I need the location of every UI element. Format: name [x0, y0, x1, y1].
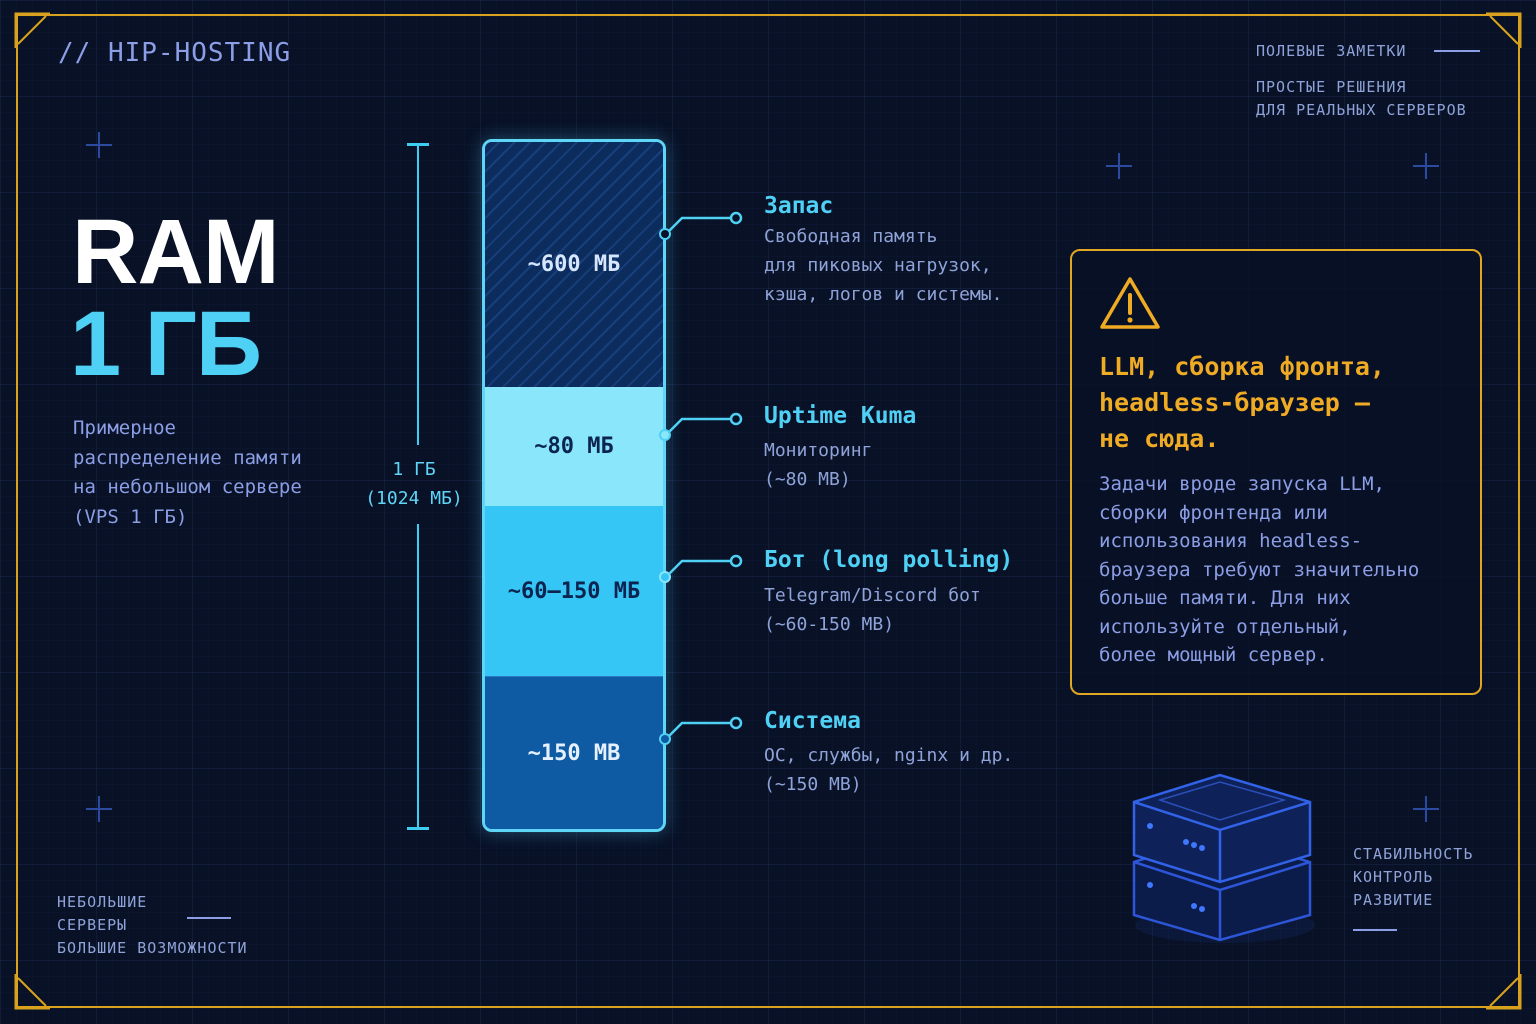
label-desc-line: Свободная память — [764, 226, 938, 247]
caption-line: НЕБОЛЬШИЕ — [57, 893, 148, 911]
warning-panel: LLM, сборка фронта, headless-браузер — н… — [1070, 249, 1482, 695]
field-notes-label: ПОЛЕВЫЕ ЗАМЕТКИ — [1256, 42, 1407, 60]
warning-text: Задачи вроде запуска LLM, сборки фронтен… — [1099, 470, 1469, 670]
small-servers-caption: НЕБОЛЬШИЕ СЕРВЕРЫ БОЛЬШИЕ ВОЗМОЖНОСТИ — [57, 891, 248, 960]
memory-bar: ~600 МБ ~80 МБ ~60–150 МБ ~150 MB — [482, 139, 666, 832]
axis-line-upper — [417, 143, 419, 445]
warning-title: LLM, сборка фронта, headless-браузер — н… — [1099, 349, 1469, 457]
field-sub-line: ДЛЯ РЕАЛЬНЫХ СЕРВЕРОВ — [1256, 101, 1467, 119]
warning-text-line: более мощный сервер. — [1099, 644, 1328, 666]
axis-total-label: 1 ГБ (1024 МБ) — [352, 455, 476, 513]
crosshair-mark — [1413, 796, 1439, 822]
warning-text-line: Задачи вроде запуска LLM, — [1099, 473, 1385, 495]
label-bot-desc: Telegram/Discord бот (~60-150 MB) — [764, 581, 981, 639]
ram-desc-line: (VPS 1 ГБ) — [73, 505, 188, 528]
crosshair-mark — [1413, 153, 1439, 179]
label-free-desc: Свободная память для пиковых нагрузок, к… — [764, 222, 1002, 309]
stability-list: СТАБИЛЬНОСТЬ КОНТРОЛЬ РАЗВИТИЕ — [1353, 843, 1473, 912]
crosshair-mark — [86, 132, 112, 158]
axis-line-lower — [417, 524, 419, 830]
crosshair-mark — [1106, 153, 1132, 179]
label-desc-line: (~60-150 MB) — [764, 614, 895, 635]
warning-title-line: headless-браузер — — [1099, 388, 1370, 417]
axis-label-line: (1024 МБ) — [365, 488, 463, 509]
axis-label-line: 1 ГБ — [392, 459, 436, 480]
label-desc-line: (~80 MB) — [764, 469, 851, 490]
small-servers-divider — [187, 917, 231, 919]
warning-title-line: LLM, сборка фронта, — [1099, 352, 1385, 381]
ram-desc-line: Примерное — [73, 417, 176, 439]
segment-free: ~600 МБ — [485, 142, 663, 387]
label-desc-line: кэша, логов и системы. — [764, 284, 1003, 305]
label-free-title: Запас — [764, 193, 834, 219]
warning-title-line: не сюда. — [1099, 424, 1220, 453]
frame-corner-top-right — [1486, 12, 1522, 48]
stability-line: РАЗВИТИЕ — [1353, 891, 1434, 909]
label-bot-title: Бот (long polling) — [764, 547, 1014, 573]
ram-title: RAM — [72, 201, 280, 303]
warning-text-line: сборки фронтенда или — [1099, 501, 1328, 524]
caption-line: СЕРВЕРЫ — [57, 916, 128, 934]
warning-text-line: больше памяти. Для них — [1099, 587, 1351, 609]
label-system-desc: ОС, службы, nginx и др. (~150 MB) — [764, 741, 1013, 799]
segment-system: ~150 MB — [485, 676, 663, 829]
caption-line: БОЛЬШИЕ ВОЗМОЖНОСТИ — [57, 939, 248, 957]
stability-line: КОНТРОЛЬ — [1353, 868, 1434, 886]
frame-corner-bottom-left — [14, 974, 50, 1010]
field-sub-line: ПРОСТЫЕ РЕШЕНИЯ — [1256, 78, 1407, 96]
field-notes-subtitle: ПРОСТЫЕ РЕШЕНИЯ ДЛЯ РЕАЛЬНЫХ СЕРВЕРОВ — [1256, 76, 1467, 122]
label-uptime-kuma-desc: Мониторинг (~80 MB) — [764, 436, 872, 494]
label-system-title: Система — [764, 708, 861, 734]
frame-corner-bottom-right — [1486, 974, 1522, 1010]
ram-size: 1 ГБ — [70, 293, 262, 395]
label-desc-line: Мониторинг — [764, 440, 873, 461]
warning-text-line: используйте отдельный, — [1099, 615, 1351, 638]
axis-bottom-cap — [407, 827, 429, 830]
ram-desc-line: распределение памяти — [73, 446, 302, 469]
warning-triangle-icon — [1100, 277, 1160, 329]
connector-system — [659, 716, 743, 745]
outer-frame — [16, 14, 1520, 1008]
ram-desc-line: на небольшом сервере — [73, 476, 302, 498]
segment-bot: ~60–150 МБ — [485, 506, 663, 676]
label-desc-line: (~150 MB) — [764, 774, 862, 795]
brand-title: // HIP-HOSTING — [58, 38, 292, 68]
warning-text-line: использования headless- — [1099, 530, 1363, 552]
label-uptime-kuma-title: Uptime Kuma — [764, 403, 917, 429]
connector-bot — [659, 554, 743, 583]
field-notes-divider — [1434, 50, 1480, 52]
label-desc-line: ОС, службы, nginx и др. — [764, 745, 1014, 766]
stability-line: СТАБИЛЬНОСТЬ — [1353, 845, 1474, 863]
segment-uptime-kuma: ~80 МБ — [485, 387, 663, 506]
connector-free — [659, 211, 743, 240]
ram-description: Примерное распределение памяти на неболь… — [73, 414, 373, 532]
warning-text-line: браузера требуют значительно — [1099, 558, 1420, 581]
stability-divider — [1353, 929, 1397, 931]
label-desc-line: Telegram/Discord бот — [764, 585, 981, 606]
frame-corner-top-left — [14, 12, 50, 48]
label-desc-line: для пиковых нагрузок, — [764, 255, 992, 276]
connector-uptime-kuma — [659, 412, 743, 441]
crosshair-mark — [86, 796, 112, 822]
server-stack-icon — [1132, 773, 1315, 943]
